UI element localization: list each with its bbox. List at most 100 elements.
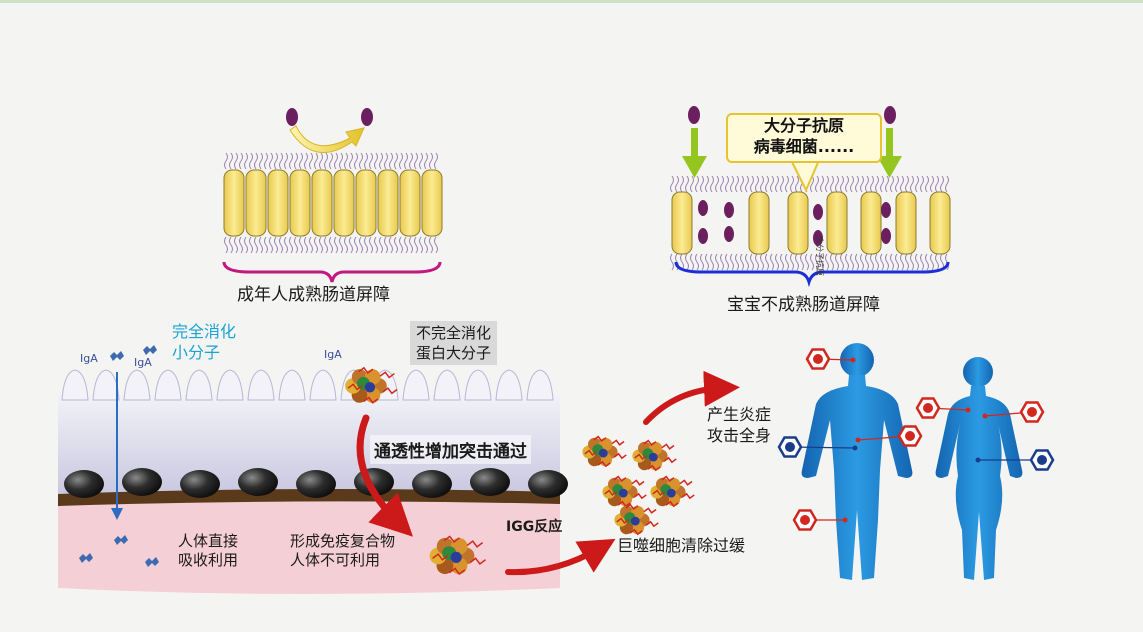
villus xyxy=(464,369,492,401)
microvilli xyxy=(329,236,333,254)
microvilli xyxy=(790,175,794,193)
adult-cell-row xyxy=(223,169,443,237)
antibody-strand xyxy=(681,492,695,500)
microvilli xyxy=(890,175,894,193)
villus xyxy=(185,369,213,401)
microvilli xyxy=(775,253,779,271)
small-molecule xyxy=(145,557,159,567)
antibody-strand xyxy=(634,453,648,461)
antibody-strand xyxy=(432,553,449,561)
villus xyxy=(278,369,306,401)
epithelial-cell xyxy=(333,169,355,237)
green-arrow-right xyxy=(877,128,902,178)
small-molecule xyxy=(114,535,128,545)
antibody-strand xyxy=(631,479,645,486)
microvilli xyxy=(424,236,428,254)
baby-cilia-top xyxy=(670,175,949,193)
microvilli xyxy=(354,152,358,170)
villus xyxy=(92,369,120,401)
microvilli xyxy=(765,253,769,271)
microvilli xyxy=(710,253,714,271)
antigen-molecule xyxy=(881,202,891,218)
absorb-line2: 吸收利用 xyxy=(178,551,239,569)
microvilli xyxy=(670,175,674,193)
microvilli xyxy=(349,152,353,170)
microvilli xyxy=(429,152,433,170)
antigen-molecule xyxy=(813,204,823,220)
microvilli xyxy=(910,175,914,193)
epithelial-cell xyxy=(289,169,311,237)
antibody-strand xyxy=(604,489,618,497)
microvilli xyxy=(379,236,383,254)
microvilli xyxy=(364,236,368,254)
villus xyxy=(123,369,151,401)
microvilli xyxy=(945,175,949,193)
igg-label: IGG反应 xyxy=(506,519,563,535)
microvilli xyxy=(254,236,258,254)
antigen-molecule xyxy=(698,200,708,216)
callout-dot xyxy=(975,457,981,463)
antibody-strand xyxy=(443,535,460,544)
antibody-strand xyxy=(611,439,625,446)
microvilli xyxy=(810,175,814,193)
complete-digestion-label: 完全消化 小分子 xyxy=(172,321,236,363)
microvilli xyxy=(730,175,734,193)
microvilli xyxy=(865,175,869,193)
complex-line2: 人体不可利用 xyxy=(290,551,381,569)
microvilli xyxy=(294,236,298,254)
microvilli xyxy=(264,152,268,170)
male-body xyxy=(801,343,913,580)
absorb-line1: 人体直接 xyxy=(178,532,239,550)
microvilli xyxy=(905,253,909,271)
microvilli xyxy=(800,253,804,271)
microvilli xyxy=(304,152,308,170)
microvilli xyxy=(825,253,829,271)
microvilli xyxy=(229,236,233,254)
antigen-molecule xyxy=(688,106,700,124)
microvilli xyxy=(745,175,749,193)
microvilli xyxy=(334,236,338,254)
antibody-strand xyxy=(358,366,374,375)
antibody-strand xyxy=(625,503,639,511)
microvilli xyxy=(865,253,869,271)
antibody-strand xyxy=(679,479,693,486)
antibody-strand xyxy=(617,500,631,508)
antigen-bubble: 大分子抗原 病毒细菌...... xyxy=(726,113,882,163)
microvilli xyxy=(279,152,283,170)
microvilli xyxy=(374,152,378,170)
inflammation-line2: 攻击全身 xyxy=(707,426,772,445)
microvilli xyxy=(735,175,739,193)
microvilli xyxy=(244,236,248,254)
microvilli xyxy=(830,175,834,193)
microvilli xyxy=(755,175,759,193)
antibody-strand xyxy=(652,489,666,497)
microvilli xyxy=(695,175,699,193)
microvilli xyxy=(935,175,939,193)
microvilli xyxy=(685,175,689,193)
epithelial-cell xyxy=(245,169,267,237)
microvilli xyxy=(700,253,704,271)
microvilli xyxy=(319,236,323,254)
organ-callouts xyxy=(777,348,1055,531)
microvilli xyxy=(389,152,393,170)
microvilli xyxy=(364,152,368,170)
microvilli xyxy=(334,152,338,170)
microvilli xyxy=(269,152,273,170)
microvilli xyxy=(289,236,293,254)
villus xyxy=(402,369,430,401)
microvilli xyxy=(930,253,934,271)
baby-brace xyxy=(674,261,950,288)
epithelial-cell xyxy=(223,169,245,237)
antibody-strand xyxy=(597,460,611,468)
microvilli xyxy=(259,152,263,170)
microvilli xyxy=(925,253,929,271)
microvilli xyxy=(880,253,884,271)
cell-nucleus xyxy=(412,470,452,498)
antibody-strand xyxy=(466,540,484,548)
callout-dot xyxy=(852,445,858,451)
incomplete-digestion-label: 不完全消化 蛋白大分子 xyxy=(410,321,498,365)
microvilli xyxy=(705,253,709,271)
microvilli xyxy=(404,152,408,170)
microvilli xyxy=(695,253,699,271)
